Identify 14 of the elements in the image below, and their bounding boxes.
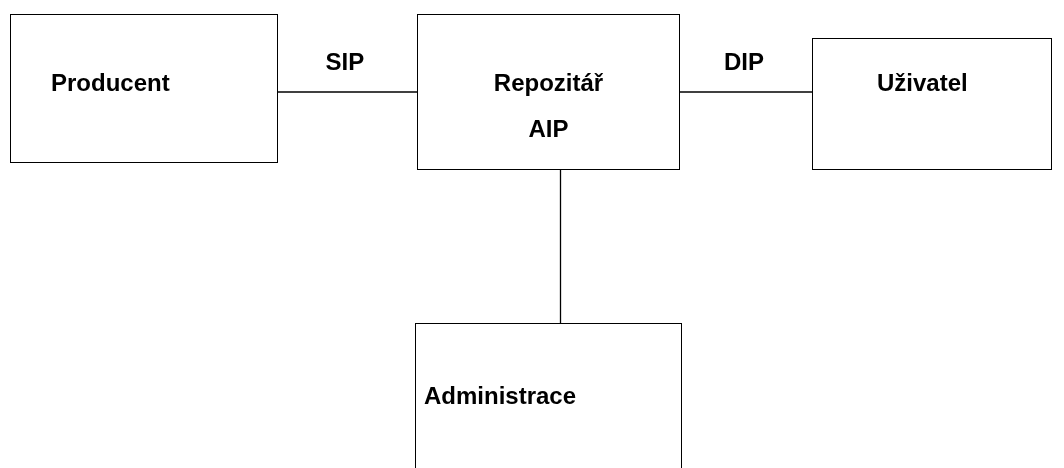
process-box [812, 38, 1052, 170]
process-box [417, 14, 680, 170]
box-label: Repozitář [493, 71, 604, 95]
box-label: Uživatel [877, 71, 968, 95]
process-box [10, 14, 278, 163]
box-label: AIP [528, 117, 569, 141]
process-box [415, 323, 682, 468]
box-label: Producent [51, 71, 170, 95]
connector-line [277, 91, 418, 93]
edge-label: DIP [724, 50, 764, 74]
box-label: Administrace [424, 384, 577, 408]
edge-label: SIP [325, 50, 365, 74]
connector-line [679, 91, 813, 93]
connector-line [559, 169, 562, 324]
